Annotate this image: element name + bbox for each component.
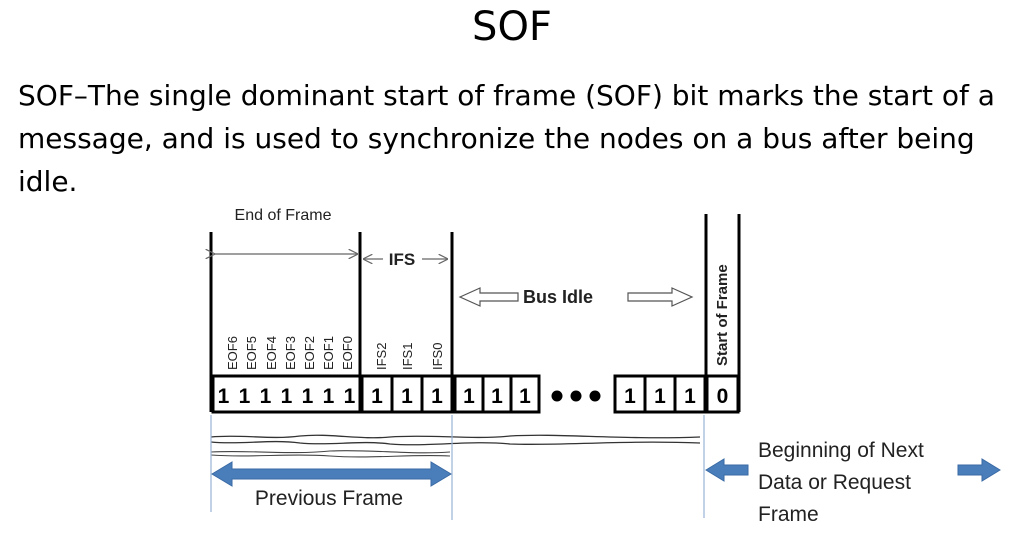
ellipsis-dot bbox=[570, 390, 582, 402]
ellipsis-dot bbox=[551, 390, 563, 402]
bit-value: 1 bbox=[281, 385, 293, 408]
next-frame-label-line-1: Beginning of Next bbox=[758, 439, 924, 462]
bit-value: 1 bbox=[218, 385, 230, 408]
bit-value: 1 bbox=[491, 385, 503, 408]
bit-name-label: EOF5 bbox=[244, 336, 259, 370]
eof-bit-group bbox=[211, 374, 362, 414]
next-frame-left-arrow bbox=[705, 458, 749, 482]
bit-value: 1 bbox=[624, 385, 636, 408]
next-frame-label-line-2: Data or Request bbox=[758, 471, 911, 494]
bit-cell bbox=[420, 374, 454, 414]
bit-value: 1 bbox=[302, 385, 314, 408]
bus-signal-line bbox=[210, 440, 701, 446]
next-frame-label-line-3: Frame bbox=[758, 503, 819, 526]
bit-name-label: EOF2 bbox=[302, 336, 317, 370]
ellipsis-dot bbox=[589, 390, 601, 402]
bit-cell bbox=[705, 374, 740, 414]
bit-value: 0 bbox=[717, 385, 729, 408]
bit-value: 1 bbox=[371, 385, 383, 408]
bus-idle-right-arrow bbox=[627, 287, 694, 307]
next-frame-right-arrow bbox=[957, 458, 1001, 482]
bit-name-label: EOF4 bbox=[264, 336, 279, 370]
bit-name-label: IFS1 bbox=[400, 343, 415, 370]
bus-signal-line bbox=[210, 434, 701, 439]
previous-frame-label: Previous Frame bbox=[255, 487, 403, 510]
bit-name-label: IFS0 bbox=[430, 343, 445, 370]
slide-body: SOF–The single dominant start of frame (… bbox=[18, 79, 995, 198]
previous-frame-arrow bbox=[211, 461, 452, 487]
bus-idle-label: Bus Idle bbox=[523, 287, 593, 307]
slide-title: SOF bbox=[472, 4, 552, 50]
bit-value: 1 bbox=[519, 385, 531, 408]
bus-signal-line bbox=[210, 454, 451, 458]
bit-value: 1 bbox=[323, 385, 335, 408]
end-of-frame-label: End of Frame bbox=[235, 207, 332, 224]
bit-name-label: EOF1 bbox=[321, 336, 336, 370]
bit-value: 1 bbox=[463, 385, 475, 408]
bit-value: 1 bbox=[684, 385, 696, 408]
bit-value: 1 bbox=[431, 385, 443, 408]
bit-name-label: EOF0 bbox=[340, 336, 355, 370]
bus-signal-line bbox=[210, 450, 451, 454]
bit-value: 1 bbox=[344, 385, 356, 408]
bit-name-label: EOF3 bbox=[283, 336, 298, 370]
bus-idle-left-arrow bbox=[458, 287, 519, 307]
bit-value: 1 bbox=[401, 385, 413, 408]
start-of-frame-label: Start of Frame bbox=[714, 264, 731, 366]
bit-value: 1 bbox=[654, 385, 666, 408]
bit-value: 1 bbox=[239, 385, 251, 408]
ifs-label: IFS bbox=[389, 250, 415, 269]
bit-name-label: IFS2 bbox=[374, 343, 389, 370]
bit-value: 1 bbox=[260, 385, 272, 408]
bit-cell bbox=[673, 374, 707, 414]
bit-cell bbox=[509, 374, 541, 414]
bit-name-label: EOF6 bbox=[225, 336, 240, 370]
